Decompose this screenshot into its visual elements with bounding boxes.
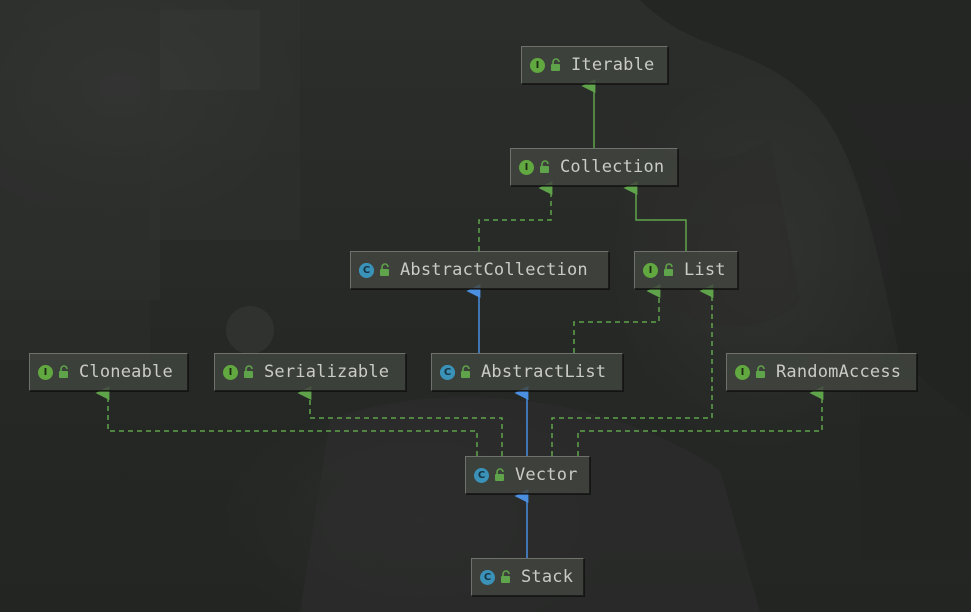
node-stack[interactable]: C Stack — [471, 558, 584, 596]
node-abstract-list[interactable]: C AbstractList — [431, 353, 623, 391]
edge-abstract_list-to-list — [574, 291, 659, 353]
lock-icon — [459, 365, 473, 379]
lock-icon — [549, 58, 563, 72]
interface-icon: I — [530, 58, 545, 73]
edge-vector-to-cloneable — [108, 393, 477, 456]
node-vector[interactable]: C Vector — [465, 456, 590, 494]
node-label: Vector — [515, 465, 578, 485]
class-icon: C — [480, 570, 495, 585]
node-iterable[interactable]: I Iterable — [521, 46, 668, 84]
lock-icon — [754, 365, 768, 379]
node-random-access[interactable]: I RandomAccess — [726, 353, 917, 391]
node-label: AbstractCollection — [400, 260, 588, 280]
interface-icon: I — [735, 365, 750, 380]
node-label: AbstractList — [481, 362, 606, 382]
interface-icon: I — [519, 160, 534, 175]
edge-list-to-collection — [636, 188, 686, 251]
node-label: Stack — [521, 567, 573, 587]
node-label: RandomAccess — [776, 362, 901, 382]
edge-vector-to-serializable — [310, 393, 502, 456]
node-label: Iterable — [571, 55, 654, 75]
lock-icon — [493, 468, 507, 482]
lock-icon — [499, 570, 513, 584]
interface-icon: I — [643, 263, 658, 278]
node-label: Cloneable — [79, 362, 173, 382]
node-abstract-collection[interactable]: C AbstractCollection — [350, 251, 609, 289]
node-list[interactable]: I List — [634, 251, 738, 289]
lock-icon — [538, 160, 552, 174]
interface-icon: I — [223, 365, 238, 380]
lock-icon — [242, 365, 256, 379]
edge-vector-to-random_access — [578, 393, 822, 456]
lock-icon — [662, 263, 676, 277]
node-cloneable[interactable]: I Cloneable — [29, 353, 188, 391]
edge-abstract_collection-to-collection — [479, 188, 551, 251]
node-label: List — [684, 260, 726, 280]
node-serializable[interactable]: I Serializable — [214, 353, 406, 391]
abstract-class-icon: C — [359, 263, 374, 278]
interface-icon: I — [38, 365, 53, 380]
node-collection[interactable]: I Collection — [510, 148, 678, 186]
node-label: Serializable — [264, 362, 389, 382]
abstract-class-icon: C — [440, 365, 455, 380]
node-label: Collection — [560, 157, 664, 177]
lock-icon — [378, 263, 392, 277]
lock-icon — [57, 365, 71, 379]
class-icon: C — [474, 468, 489, 483]
